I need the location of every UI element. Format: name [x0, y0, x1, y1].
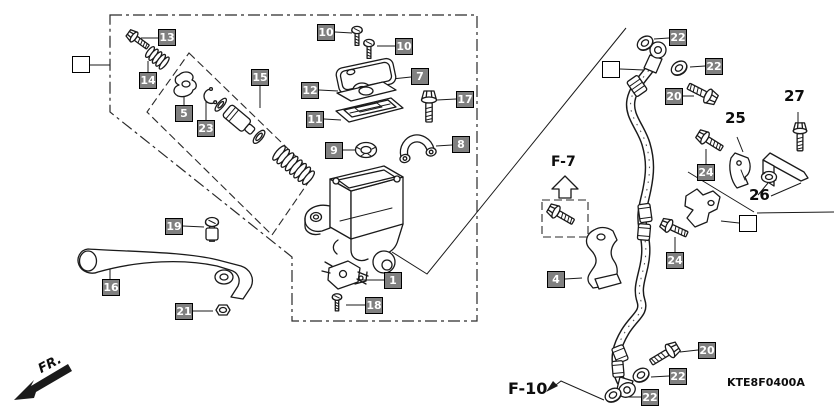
part-callout-22[interactable]: 22	[641, 389, 659, 406]
part-callout-1[interactable]: 1	[384, 272, 402, 289]
part-callout-24[interactable]: 24	[666, 252, 684, 269]
exploded-view-border	[110, 15, 477, 321]
part-callout-11[interactable]: 11	[306, 111, 324, 128]
part-callout-14[interactable]: 14	[139, 72, 157, 89]
part-callout-20[interactable]: 20	[665, 88, 683, 105]
handlebar-clamp-drawing	[395, 90, 438, 164]
unlabeled-ref-box	[739, 215, 757, 232]
diagram-text-label-kte8f0400a: KTE8F0400A	[727, 376, 805, 389]
leader-line	[565, 278, 582, 279]
part-callout-20[interactable]: 20	[698, 342, 716, 359]
leader-line	[721, 221, 739, 223]
leader-line	[324, 119, 341, 120]
leader-line	[690, 66, 705, 67]
leader-line	[436, 145, 452, 146]
leader-line	[319, 90, 338, 91]
leader-line	[183, 226, 204, 227]
part-callout-23[interactable]: 23	[197, 120, 215, 137]
part-callout-13[interactable]: 13	[158, 29, 176, 46]
part-callout-22[interactable]: 22	[705, 58, 723, 75]
part-callout-22[interactable]: 22	[669, 368, 687, 385]
part-callout-16[interactable]: 16	[102, 279, 120, 296]
part-callout-8[interactable]: 8	[452, 136, 470, 153]
part-callout-15[interactable]: 15	[251, 69, 269, 86]
part-callout-17[interactable]: 17	[456, 91, 474, 108]
unlabeled-ref-box	[602, 61, 620, 78]
diagram-text-label-f-10: F-10	[508, 379, 548, 398]
f10-arrow	[546, 381, 604, 400]
master-cylinder-body-drawing	[305, 166, 403, 284]
hose-brackets-and-bolts	[587, 122, 808, 289]
brake-switch-drawing	[322, 261, 368, 312]
part-callout-24[interactable]: 24	[697, 164, 715, 181]
brake-lever-drawing	[78, 216, 252, 316]
part-callout-7[interactable]: 7	[411, 68, 429, 85]
part-callout-18[interactable]: 18	[365, 297, 383, 314]
leader-line	[335, 32, 352, 33]
part-callout-4[interactable]: 4	[547, 271, 565, 288]
part-callout-21[interactable]: 21	[175, 303, 193, 320]
unlabeled-ref-box	[72, 56, 90, 73]
part-callout-10[interactable]: 10	[317, 24, 335, 41]
part-callout-19[interactable]: 19	[165, 218, 183, 235]
part-callout-22[interactable]: 22	[669, 29, 687, 46]
brake-hose-drawing	[611, 42, 666, 400]
fr-direction-arrow-icon	[14, 364, 72, 400]
diagram-text-label-f-7: F-7	[551, 154, 576, 170]
leader-line	[680, 350, 698, 352]
diagram-text-label-27: 27	[784, 87, 805, 105]
diagram-text-label-26: 26	[749, 186, 770, 204]
part-callout-10[interactable]: 10	[395, 38, 413, 55]
part-callout-12[interactable]: 12	[301, 82, 319, 99]
leader-line	[620, 69, 644, 70]
leader-line	[654, 38, 669, 39]
reservoir-cap-stack-drawing	[335, 25, 403, 157]
part-callout-5[interactable]: 5	[175, 105, 193, 122]
diagram-text-label-25: 25	[725, 109, 746, 127]
leader-line	[437, 99, 456, 100]
part-callout-9[interactable]: 9	[325, 142, 343, 159]
leader-line	[651, 376, 669, 377]
piston-kit-drawing	[124, 27, 317, 186]
f7-arrow	[542, 176, 588, 237]
